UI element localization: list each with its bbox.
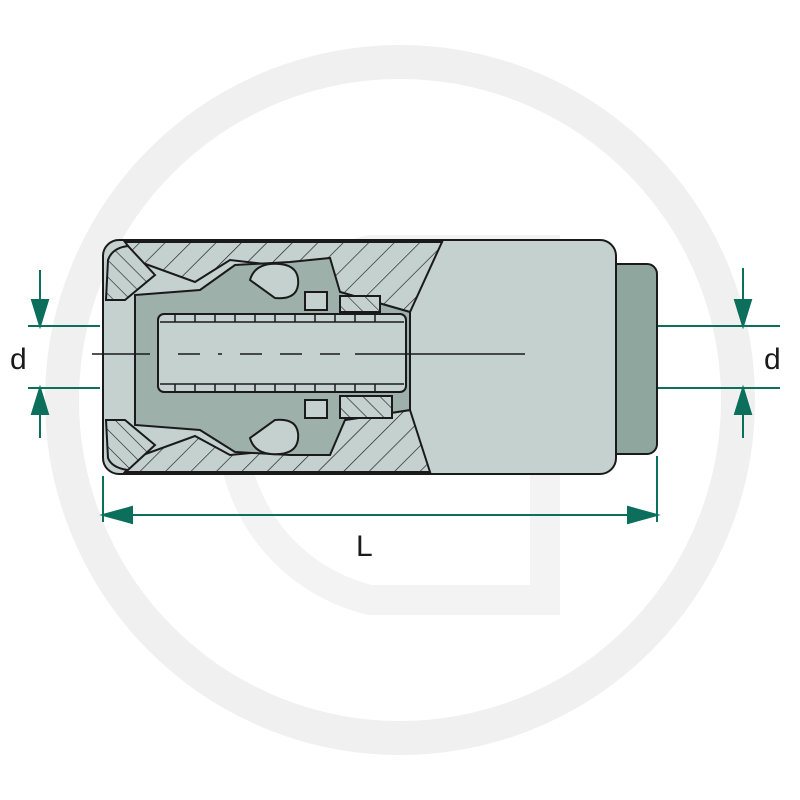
ball-recess-top <box>248 262 300 300</box>
left-chamfer-top <box>104 244 157 301</box>
dimension-left-d <box>28 270 100 438</box>
seal-top <box>339 295 381 313</box>
retainer-bottom <box>304 399 328 419</box>
dimension-length-L <box>99 456 661 525</box>
retainer-top <box>304 291 328 311</box>
ball-recess-bottom <box>248 418 300 456</box>
dimension-right-d <box>658 268 780 438</box>
spline-shaft <box>157 313 407 393</box>
spline-teeth <box>160 314 404 392</box>
label-bore-right: d <box>764 343 781 376</box>
left-chamfer-bottom <box>104 419 157 472</box>
label-bore-left: d <box>10 343 27 376</box>
seal-bottom <box>339 395 393 419</box>
label-length: L <box>356 530 373 563</box>
